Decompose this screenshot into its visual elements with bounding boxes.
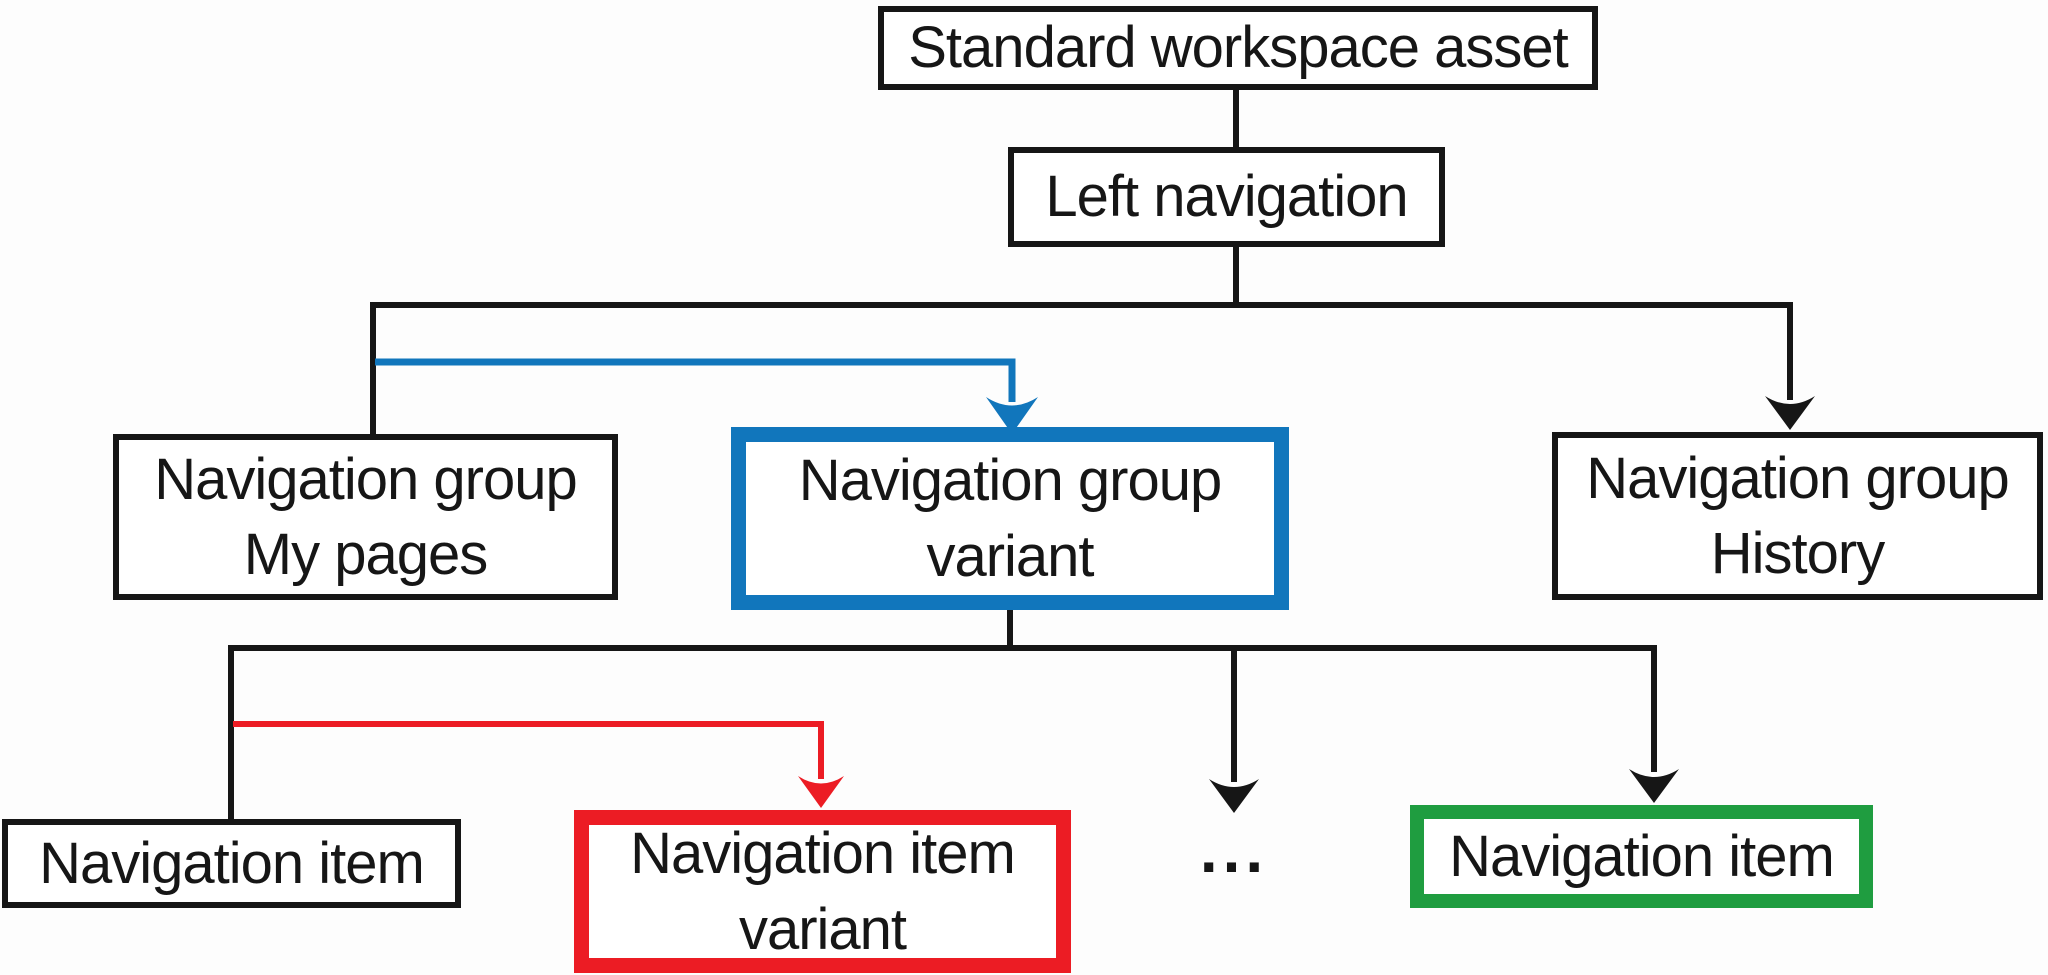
- arrowhead-green-item-icon: [1629, 769, 1679, 803]
- ellipsis-more-items: ...: [1159, 790, 1309, 910]
- node-navigation-item-variant: Navigation item variant: [574, 810, 1071, 973]
- node-label: Navigation item: [1449, 823, 1835, 889]
- node-navigation-item: Navigation item: [2, 819, 461, 908]
- node-label-line1: Navigation item: [630, 821, 1016, 887]
- arrowhead-history-icon: [1765, 396, 1815, 430]
- node-label-line1: Navigation group: [154, 446, 578, 512]
- node-label-line1: Navigation group: [798, 448, 1223, 514]
- node-standard-workspace-asset: Standard workspace asset: [878, 6, 1598, 90]
- node-label-line2: History: [1710, 521, 1885, 586]
- connector-red-variant: [233, 721, 824, 779]
- node-label-line2: variant: [926, 523, 1094, 589]
- arrowhead-blue-variant-icon: [986, 397, 1038, 434]
- connector-level2-rail: [370, 302, 1793, 434]
- connector-level3-rail: [228, 645, 1657, 819]
- node-label-line1: Navigation group: [1586, 445, 2010, 511]
- connector-blue-variant: [375, 358, 1016, 402]
- arrowhead-ellipsis-icon: [1209, 779, 1259, 813]
- node-label-line2: variant: [738, 896, 907, 962]
- node-navigation-group-history: Navigation group History: [1552, 432, 2043, 600]
- node-label: Navigation item: [39, 830, 425, 896]
- node-navigation-group-variant: Navigation group variant: [731, 427, 1289, 610]
- node-label: Standard workspace asset: [908, 15, 1568, 81]
- node-label: Left navigation: [1045, 164, 1408, 230]
- ellipsis-label: ...: [1199, 814, 1269, 886]
- node-navigation-group-my-pages: Navigation group My pages: [113, 434, 618, 600]
- node-left-navigation: Left navigation: [1008, 147, 1445, 247]
- arrowhead-red-variant-icon: [798, 776, 844, 808]
- node-label-line2: My pages: [243, 522, 488, 587]
- node-navigation-item-highlighted: Navigation item: [1410, 805, 1873, 908]
